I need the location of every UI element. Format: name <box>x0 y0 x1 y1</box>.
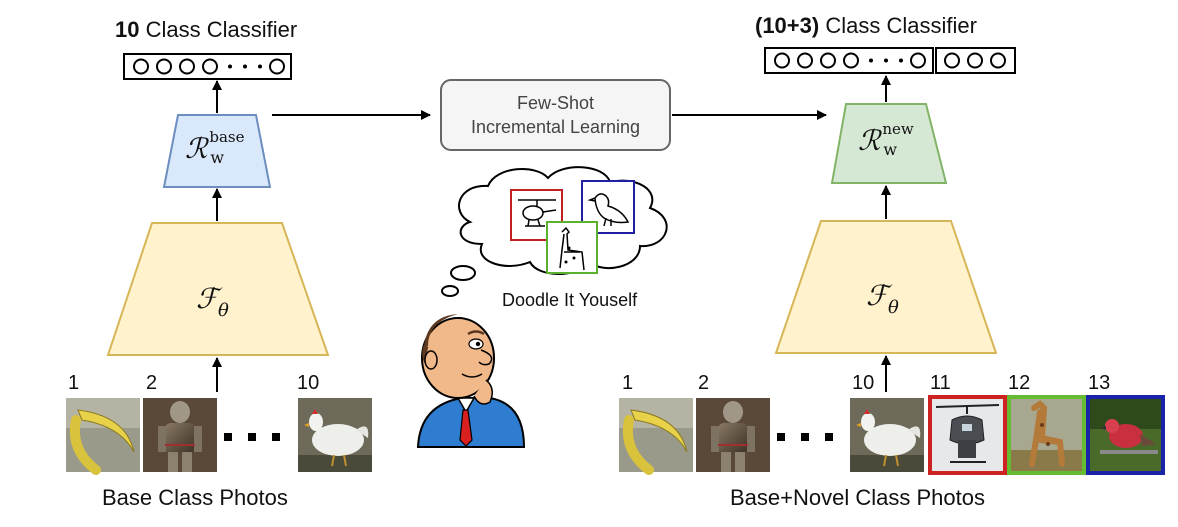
helicopter-photo <box>928 395 1007 475</box>
few-shot-incremental-label: Few-Shot Incremental Learning <box>470 93 641 137</box>
left-classifier-output <box>123 53 292 80</box>
thinking-man-icon <box>416 314 526 448</box>
ellipsis-dots-right <box>777 433 833 441</box>
left-caption: Base Class Photos <box>102 485 288 510</box>
right-classifier-output <box>764 47 1016 74</box>
few-shot-incremental-box <box>440 79 671 151</box>
bird-doodle-icon <box>581 180 635 234</box>
right-backbone-trapezoid <box>774 220 998 354</box>
giraffe-doodle-icon <box>546 221 598 274</box>
left-classifier-title: 10 Class Classifier <box>115 17 298 42</box>
ellipsis-dots-left <box>224 433 280 441</box>
armor-photo <box>143 398 217 472</box>
left-backbone-trapezoid <box>106 222 330 356</box>
left-backbone-label: ℱθ <box>196 282 229 321</box>
new-head-trapezoid <box>830 103 948 184</box>
right-image-label-1: 1 <box>622 372 634 394</box>
left-image-label-10: 10 <box>297 372 320 394</box>
right-image-label-10: 10 <box>852 372 875 394</box>
right-backbone-label: ℱθ <box>866 279 899 318</box>
right-caption: Base+Novel Class Photos <box>730 485 985 510</box>
doodle-caption: Doodle It Youself <box>502 290 638 310</box>
hen-photo <box>298 398 372 472</box>
right-image-label-13: 13 <box>1088 372 1111 394</box>
right-image-label-12: 12 <box>1008 372 1031 394</box>
right-image-label-11: 11 <box>930 372 951 394</box>
hen-photo <box>850 398 924 472</box>
left-image-label-1: 1 <box>68 372 80 394</box>
right-image-label-2: 2 <box>698 372 710 394</box>
new-head-label: ℛ new w <box>858 120 914 159</box>
armor-photo <box>696 398 770 472</box>
banana-photo <box>66 398 140 475</box>
left-image-label-2: 2 <box>146 372 158 394</box>
right-classifier-title: (10+3) Class Classifier <box>755 13 977 38</box>
bird-photo <box>1086 395 1165 475</box>
base-head-trapezoid <box>162 114 272 188</box>
base-head-label: ℛ base w <box>185 128 245 167</box>
giraffe-photo <box>1007 395 1086 475</box>
banana-photo <box>619 398 693 475</box>
